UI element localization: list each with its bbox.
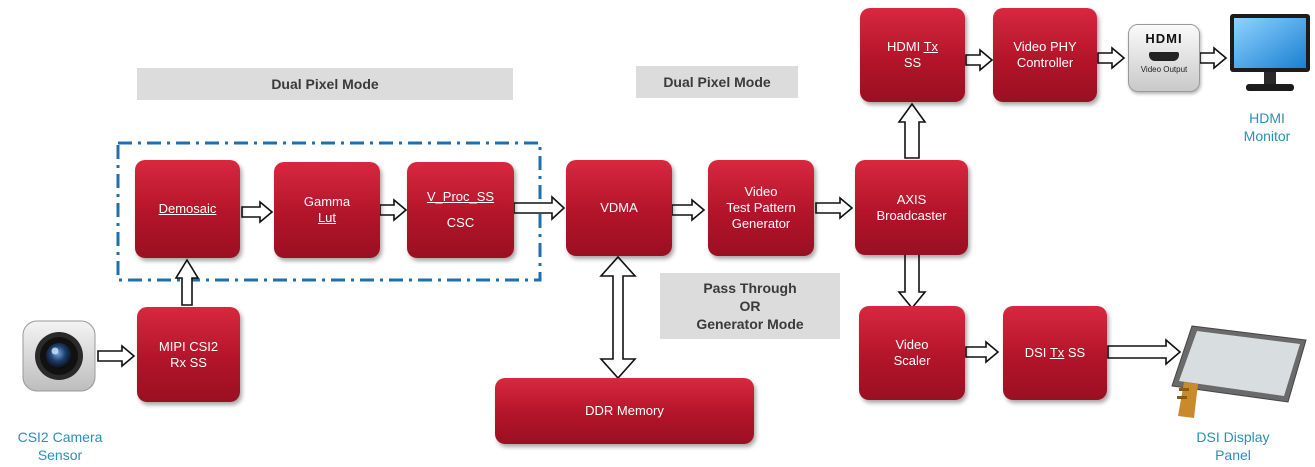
dual-pixel-mode-label-left: Dual Pixel Mode — [137, 68, 513, 100]
camera-caption-line2: Sensor — [37, 447, 83, 463]
hdmi-tx-label: HDMI Tx — [887, 39, 938, 55]
dsi-tx-ss-label: DSI Tx SS — [1025, 345, 1085, 361]
rx-ss-label: Rx SS — [170, 354, 207, 370]
v-proc-ss-block[interactable]: V_Proc_SS CSC — [407, 162, 514, 258]
scaler-label: Scaler — [893, 353, 931, 368]
mipi-csi2-label: MIPI CSI2 — [158, 338, 219, 354]
csc-label: CSC — [446, 215, 475, 230]
dual-pixel-mode-label-right: Dual Pixel Mode — [636, 66, 798, 98]
video-scaler-block[interactable]: Video Scaler — [859, 306, 965, 400]
arrow-vdma-ddr — [599, 255, 637, 380]
camera-icon — [22, 320, 96, 392]
tpg-label-2: Test Pattern — [726, 200, 796, 215]
pass-through-text: Pass Through — [703, 280, 797, 296]
hdmi-port-icon — [1149, 52, 1179, 61]
video-label: Video — [895, 337, 929, 352]
arrow-mipi-to-demosaic — [174, 258, 200, 306]
monitor-caption: HDMI Monitor — [1222, 109, 1312, 145]
ddr-memory-block[interactable]: DDR Memory — [495, 378, 754, 444]
arrow-axis-to-scaler — [897, 253, 927, 310]
gamma-label: Gamma — [303, 194, 351, 209]
ss-text: SS — [1064, 345, 1086, 360]
video-output-label: Video Output — [1140, 65, 1188, 74]
dsi-text: DSI — [1024, 345, 1050, 360]
display-panel-icon — [1171, 325, 1307, 418]
hdmi-output-device: HDMI Video Output — [1128, 24, 1200, 92]
arrow-scaler-to-dsi — [965, 340, 1000, 364]
dsi-tx-ss-block[interactable]: DSI Tx SS — [1003, 306, 1107, 400]
tx-text: Tx — [1049, 345, 1065, 360]
video-phy-controller-block[interactable]: Video PHY Controller — [993, 8, 1097, 102]
generator-mode-text: Generator Mode — [696, 316, 804, 332]
demosaic-label: Demosaic — [158, 201, 217, 216]
ss-label: SS — [903, 55, 922, 70]
panel-caption-line2: Panel — [1215, 447, 1251, 463]
arrow-camera-to-mipi — [97, 344, 136, 368]
vdma-label: VDMA — [600, 200, 638, 215]
v-proc-ss-label: V_Proc_SS — [426, 189, 495, 204]
tpg-label-3: Generator — [731, 216, 791, 231]
panel-caption-line1: DSI Display — [1196, 429, 1270, 445]
lut-label: Lut — [317, 210, 337, 225]
camera-caption-line1: CSI2 Camera — [17, 429, 103, 445]
vdma-block[interactable]: VDMA — [566, 160, 672, 256]
monitor-icon — [1230, 14, 1310, 91]
gamma-lut-block[interactable]: Gamma Lut — [274, 162, 380, 258]
dual-pixel-mode-text: Dual Pixel Mode — [271, 76, 379, 92]
tpg-label-1: Video — [744, 184, 778, 199]
monitor-caption-line1: HDMI — [1249, 110, 1285, 126]
tx-text: Tx — [923, 39, 939, 54]
test-pattern-generator-block[interactable]: Video Test Pattern Generator — [708, 160, 814, 256]
arrow-demosaic-to-gamma — [241, 200, 274, 224]
hdmi-logo: HDMI — [1145, 31, 1183, 46]
video-phy-label: Video PHY — [1013, 39, 1077, 54]
camera-caption: CSI2 Camera Sensor — [0, 428, 120, 464]
arrow-gamma-to-vproc — [379, 198, 408, 222]
hdmi-tx-ss-block[interactable]: HDMI Tx SS — [860, 8, 965, 102]
axis-label: AXIS — [896, 191, 927, 207]
arrow-axis-to-hdmi-tx — [897, 102, 927, 159]
arrow-dsi-to-panel — [1107, 338, 1182, 366]
demosaic-block[interactable]: Demosaic — [135, 160, 240, 258]
or-text: OR — [739, 298, 761, 314]
axis-broadcaster-block[interactable]: AXIS Broadcaster — [855, 160, 968, 255]
ddr-memory-label: DDR Memory — [585, 403, 664, 418]
arrow-tpg-to-axis — [815, 196, 854, 220]
controller-label: Controller — [1016, 55, 1074, 70]
mipi-csi2-rx-block[interactable]: MIPI CSI2 Rx SS — [137, 307, 240, 402]
processing-group-box — [116, 141, 542, 282]
arrow-phy-to-hdmi-output — [1097, 46, 1126, 70]
panel-caption: DSI Display Panel — [1168, 428, 1298, 464]
arrow-hdmi-tx-to-phy — [965, 48, 994, 72]
arrow-vdma-to-tpg — [671, 198, 706, 222]
broadcaster-label: Broadcaster — [876, 207, 947, 223]
hdmi-text: HDMI — [886, 39, 924, 54]
arrow-vproc-to-vdma — [513, 195, 566, 221]
monitor-caption-line2: Monitor — [1243, 128, 1291, 144]
dual-pixel-mode-text: Dual Pixel Mode — [663, 74, 771, 90]
arrow-hdmi-output-to-monitor — [1199, 46, 1228, 70]
pass-through-mode-label: Pass Through OR Generator Mode — [660, 273, 840, 339]
